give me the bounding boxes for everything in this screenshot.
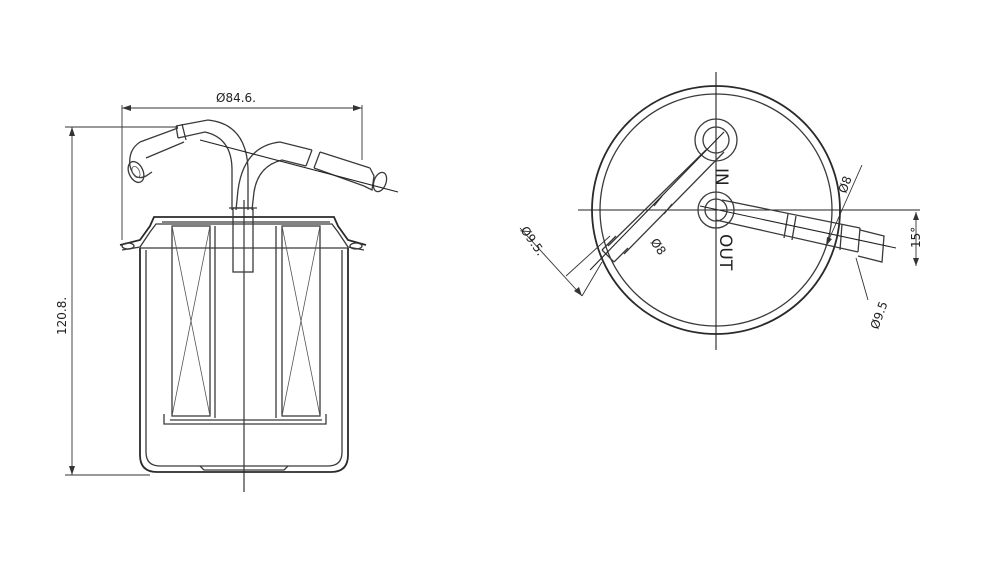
angle-dimension: 15° [909, 212, 923, 266]
filter-element-right [281, 225, 321, 417]
canister-body [119, 216, 367, 473]
height-dimension-label: 120.8. [55, 297, 69, 335]
width-dimension-label: Ø84.6. [216, 91, 256, 105]
side-view: Ø84.6. 120.8. [55, 91, 399, 492]
right-inner-dia-label: Ø8 [836, 174, 855, 195]
left-inner-dia-label: Ø8 [648, 236, 669, 258]
out-port: OUT [697, 191, 897, 271]
width-dimension: Ø84.6. [121, 91, 363, 240]
top-view: IN OUT Ø9.5. Ø8 Ø8 Ø9.5 [518, 72, 923, 350]
left-outer-dia-label: Ø9.5. [518, 224, 548, 259]
filter-end-caps [162, 221, 330, 425]
angle-label: 15° [909, 227, 923, 248]
outlet-pipe [199, 139, 399, 211]
height-dimension: 120.8. [55, 126, 178, 476]
in-port-label: IN [711, 168, 731, 186]
inlet-pipe [127, 119, 249, 210]
filter-element-left [171, 225, 211, 417]
right-outer-dia-label: Ø9.5 [868, 299, 891, 331]
in-port: IN [589, 118, 738, 271]
out-port-label: OUT [715, 234, 735, 271]
left-diameter-dims: Ø9.5. Ø8 [518, 224, 669, 297]
